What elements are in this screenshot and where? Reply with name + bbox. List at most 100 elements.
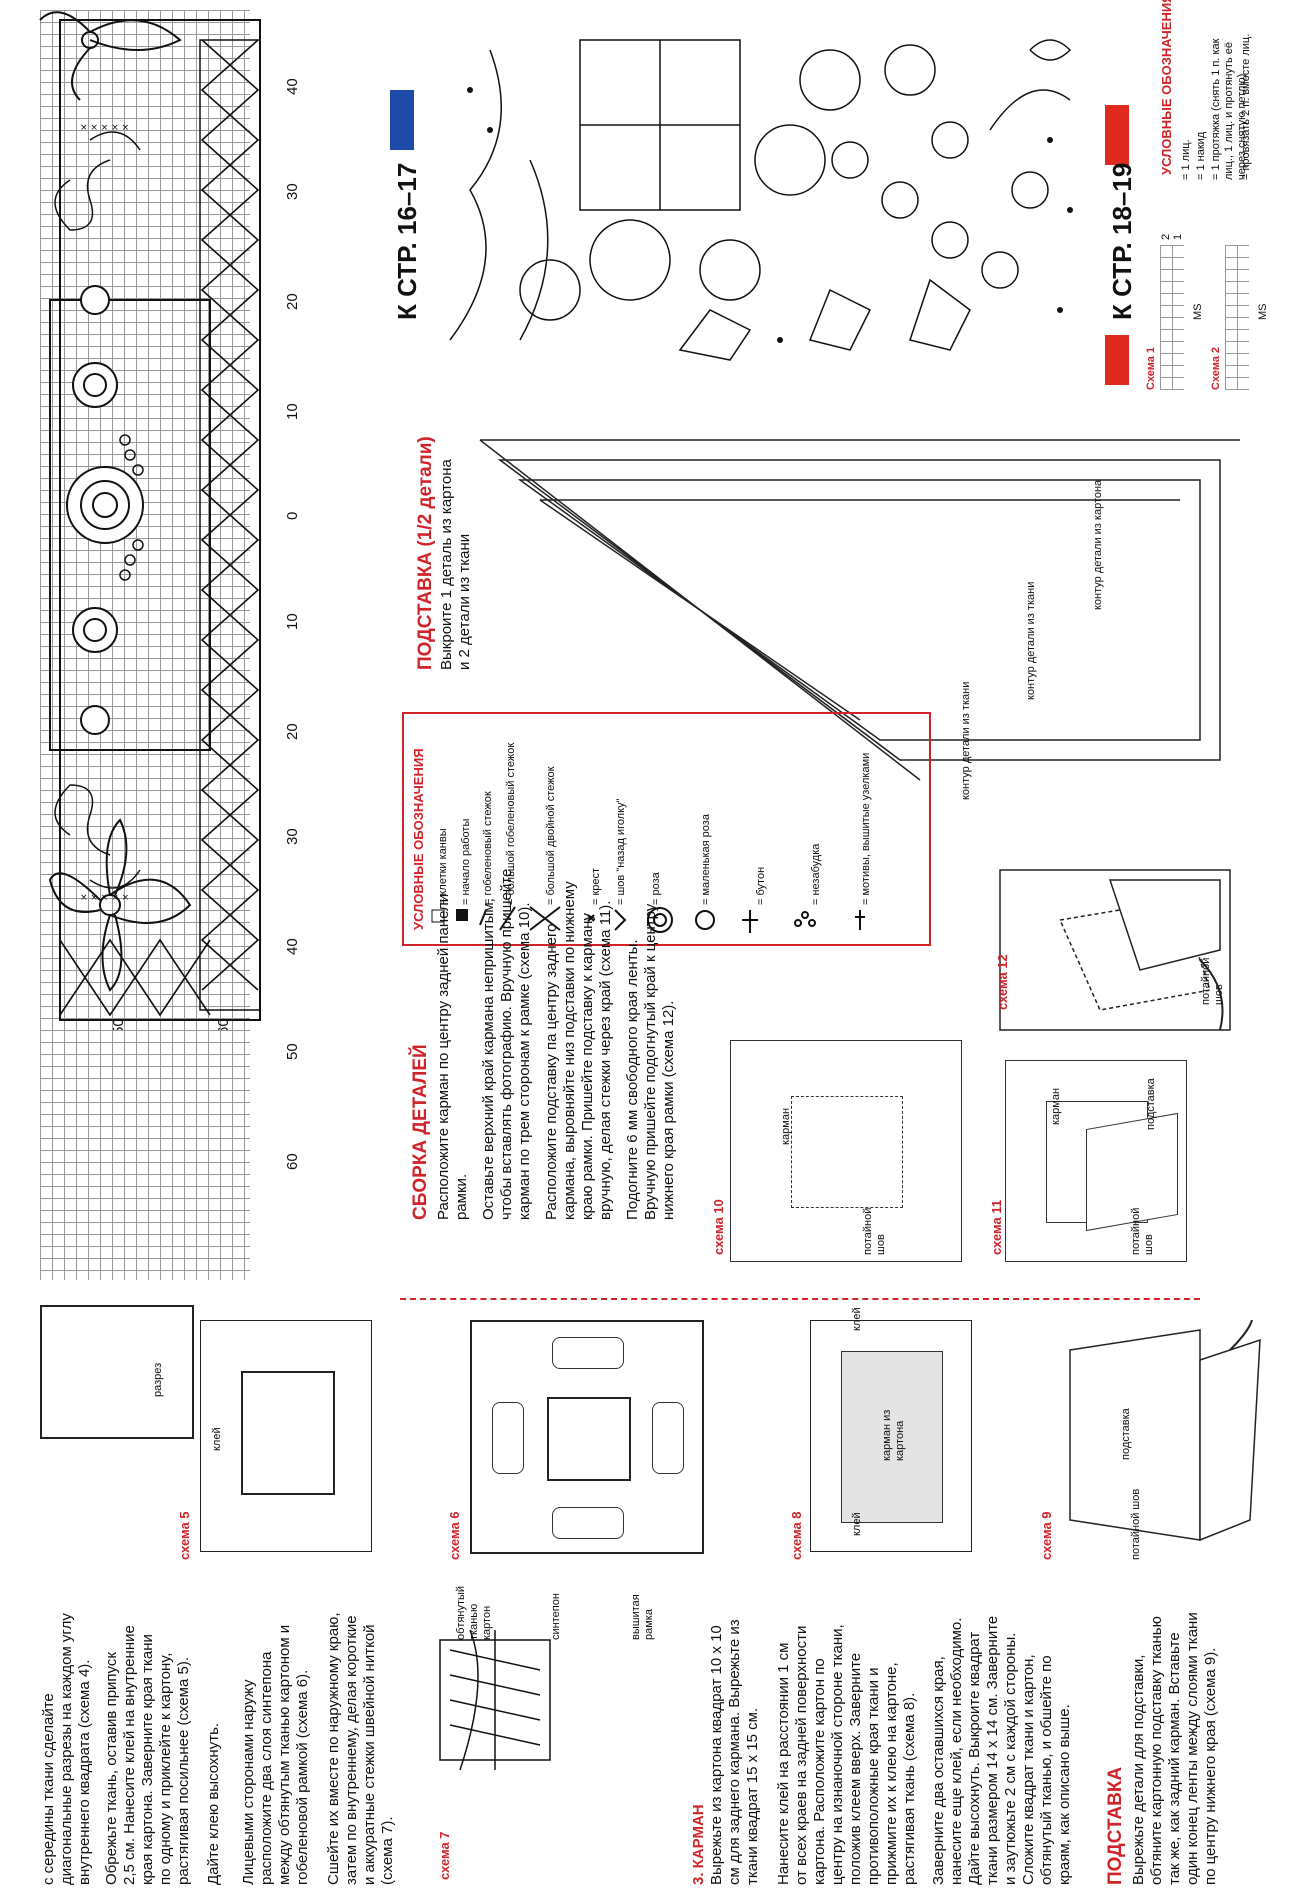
body-text: гобеленовой рамкой (схема 6). (294, 1669, 311, 1885)
legend-item: = гобеленовый стежок (482, 791, 494, 905)
axis-label: 20 (284, 723, 301, 740)
body-text: так же, как задний карман. Вставьте (1166, 1632, 1183, 1885)
body-text: диагональные разрезы на каждом углу (58, 1613, 75, 1885)
legend-title: УСЛОВНЫЕ ОБОЗНАЧЕНИЯ (411, 748, 426, 930)
pocket-square (791, 1096, 903, 1208)
stand-pattern-title: ПОДСТАВКА (1/2 детали) (415, 436, 436, 670)
body-text: см для заднего кармана. Вырежьте из (726, 1619, 743, 1885)
legend-item: = 1 лиц. (1180, 139, 1192, 180)
frame-motif (552, 1507, 624, 1539)
scheme-12-figure (999, 869, 1231, 1031)
assembly-text: Расположите карман по центру задней пане… (435, 893, 452, 1220)
body-text: затем по внутреннему, делая короткие (343, 1615, 360, 1885)
red-bar (1105, 105, 1129, 165)
cardboard-piece (241, 1371, 335, 1495)
stand-pattern-line: и 2 детали из ткани (456, 533, 473, 670)
legend-item: = начало работы (460, 818, 472, 905)
assembly-text: вручную, делая стежки через край (схема … (597, 900, 614, 1220)
canvas-grid-lower (40, 1030, 250, 1280)
axis-label: 60 (284, 1153, 301, 1170)
assembly-text: карман по трем сторонам к рамке (схема 1… (516, 902, 533, 1221)
glue-label: клей (211, 1427, 223, 1451)
body-text: Лицевыми сторонами наружу (240, 1679, 257, 1885)
body-text: Сложите квадрат ткани и картон, (1020, 1654, 1037, 1885)
cut-label: разрез (152, 1362, 164, 1397)
page-ref-heading: К СТР. 16–17 (392, 162, 422, 320)
body-text: Дайте клею высохнуть. (205, 1722, 222, 1885)
legend-item: = мотивы, вышитые узелками (860, 752, 872, 905)
body-text: Обрежьте ткань, оставив припуск (103, 1652, 120, 1885)
contour-label: контур детали из картона (1092, 479, 1104, 610)
body-text: ткани квадрат 15 х 15 см. (744, 1707, 761, 1885)
body-text: картона. Расположите картон по (811, 1658, 828, 1885)
body-text: Вырежьте из картона квадрат 10 х 10 (708, 1625, 725, 1885)
scheme-label: схема 6 (447, 1511, 462, 1560)
body-text: положив клеем вверх. Заверните (847, 1652, 864, 1885)
stand-pattern-line: Выкроите 1 деталь из картона (438, 459, 455, 670)
scheme-label: схема 12 (995, 954, 1010, 1010)
body-text: с середины ткани сделайте (40, 1693, 57, 1885)
page-ref-heading: К СТР. 18–19 (1107, 162, 1137, 320)
legend-item: = бутон (755, 866, 767, 905)
assembly-text: краю рамки. Пришейте подставку к карману (579, 913, 596, 1220)
scheme-8-figure: карман из картона клей клей (810, 1307, 972, 1552)
glue-label: клей (851, 1512, 863, 1536)
scheme-label: схема 9 (1039, 1511, 1054, 1560)
body-text: нанесите еще клей, если необходимо. (948, 1617, 965, 1885)
legend-item: = маленькая роза (700, 814, 712, 905)
legend-box (402, 712, 931, 946)
scheme-1-grid (1160, 245, 1184, 390)
body-text: противоположные края ткани и (865, 1667, 882, 1885)
legend-item: = шов "назад иголку" (615, 798, 627, 905)
legend-item: = крест (590, 867, 602, 905)
axis-label: 40 (284, 938, 301, 955)
body-text: Нанесите клей на расстоянии 1 см (775, 1642, 792, 1885)
frame-window (547, 1397, 631, 1481)
pocket-label: карман (780, 1107, 792, 1145)
body-text: по центру нижнего края (схема 9). (1202, 1647, 1219, 1885)
assembly-text: кармана, выровняйте низ подставки по ниж… (561, 881, 578, 1220)
scheme-2-grid (1225, 245, 1249, 390)
axis-label: 20 (284, 293, 301, 310)
scheme-7-figure (439, 1629, 551, 1771)
assembly-text: Оставьте верхний край кармана непришитым… (480, 898, 497, 1220)
canvas-grid (40, 10, 250, 1030)
body-text: (схема 7). (379, 1816, 396, 1886)
legend-symbols (431, 906, 865, 933)
frame-motif (552, 1337, 624, 1369)
legend-item: = провязать 2 п. вместе лиц. (1240, 33, 1252, 180)
body-text: ткани размером 14 х 14 см. Заверните (984, 1615, 1001, 1885)
body-text: обтяните картонную подставку тканью (1148, 1616, 1165, 1885)
blue-bar (390, 90, 414, 150)
frame-motif (652, 1402, 684, 1474)
body-text: от всех краев на задней поверхности (793, 1625, 810, 1885)
axis-label: 40 (284, 78, 301, 95)
svg-text:× × × × ×: × × × × × (80, 893, 129, 903)
body-text: обтянутый тканью, и обшейте по (1038, 1655, 1055, 1885)
assembly-text: Вручную пришейте подогнутый край к центр… (642, 903, 659, 1220)
assembly-text: нижнего края рамки (схема 12). (660, 1000, 677, 1220)
scheme-label: схема 8 (789, 1511, 804, 1560)
stand-title: ПОДСТАВКА (1105, 1766, 1126, 1885)
scheme-9-figure (1069, 1320, 1261, 1542)
hidden-seam-label: потайной шов (1200, 957, 1225, 1005)
assembly-text: Подогните 6 мм свободного края ленты. (624, 939, 641, 1220)
glue-label: клей (851, 1307, 863, 1331)
assembly-title: СБОРКА ДЕТАЛЕЙ (410, 1044, 431, 1220)
body-text: края картона. Заверните края ткани (139, 1634, 156, 1885)
body-text: растягивая ткань (схема 8). (901, 1692, 918, 1885)
hidden-seam-label: потайной шов (862, 1207, 887, 1255)
body-text: Дайте высохнуть. Выкроите квадрат (966, 1631, 983, 1885)
axis-label: 10 (284, 403, 301, 420)
assembly-text: рамки. (453, 1173, 470, 1220)
pocket-title: 3. КАРМАН (690, 1804, 707, 1885)
embroidery-illustration (449, 39, 1073, 361)
pocket-cardboard-label: карман из картона (881, 1409, 906, 1461)
legend-item: = незабудка (810, 843, 822, 905)
scheme-11-figure (1005, 1060, 1187, 1262)
legend-title: УСЛОВНЫЕ ОБОЗНАЧЕНИЯ (1159, 0, 1174, 175)
stand-label: подставка (1145, 1078, 1157, 1130)
legend-item: = большой двойной стежок (545, 766, 557, 905)
scheme-2-label: Схема 2 (1210, 346, 1222, 390)
body-text: по одному и приклейте к картону, (157, 1652, 174, 1885)
